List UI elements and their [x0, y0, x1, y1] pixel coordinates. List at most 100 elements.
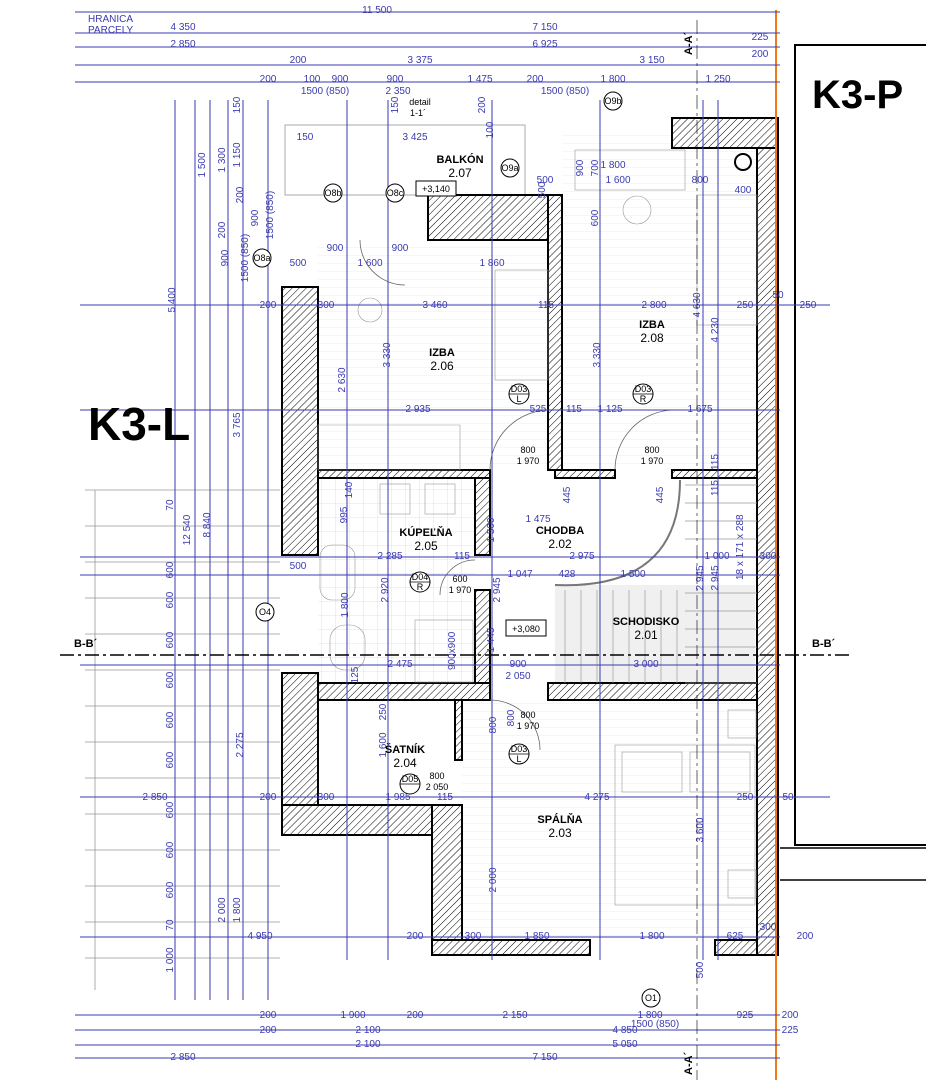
dimension-label: 3 425	[402, 132, 427, 143]
terrace-paving	[85, 489, 280, 990]
door-swings	[359, 239, 673, 751]
detail-label: detail	[409, 97, 431, 107]
dimension-label: 1 985	[385, 792, 410, 803]
dimension-label: 4 350	[170, 22, 195, 33]
dimension-label: 1 800	[340, 592, 351, 617]
door-id: D03	[635, 384, 652, 394]
dimension-label: 250	[737, 300, 754, 311]
dimension-label: 625	[727, 931, 744, 942]
room-number: 2.02	[548, 537, 572, 551]
dimension-label: 1500 (850)	[631, 1019, 679, 1030]
dimension-label: 1 475	[525, 514, 550, 525]
boundary-label: HRANICA	[88, 14, 133, 25]
room-name: KÚPEĽŇA	[399, 526, 452, 539]
dimension-label: 400	[735, 185, 752, 196]
dimension-label: 1500 (850)	[541, 86, 589, 97]
dimension-label: 1 600	[378, 732, 389, 757]
dimension-label: 300	[760, 922, 777, 933]
dimension-label: 600	[165, 751, 176, 768]
dimension-label: 600	[165, 801, 176, 818]
dimension-label: 1500 (850)	[301, 86, 349, 97]
room-number: 2.01	[634, 628, 658, 642]
dimension-label: 200	[797, 931, 814, 942]
stairs-note: 18 x 171 x 288	[735, 514, 746, 580]
door-height: 2 050	[426, 782, 449, 792]
dimension-label: 2 150	[502, 1010, 527, 1021]
room-labels: BALKÓN2.07IZBA2.06IZBA2.08KÚPEĽŇA2.05CHO…	[385, 153, 680, 840]
dimension-label: 200	[407, 1010, 424, 1021]
dimension-label: 12 540	[182, 514, 193, 545]
dimension-label: 6 925	[532, 39, 557, 50]
dimension-label: 600	[165, 711, 176, 728]
dimension-label: 225	[752, 32, 769, 43]
dimension-label: 1 600	[605, 175, 630, 186]
dimension-label: 1 150	[232, 142, 243, 167]
section-label: B-B´	[812, 638, 836, 650]
dimension-label: 115	[566, 404, 582, 415]
dimension-label: 100	[304, 74, 321, 85]
dimension-label: 1 250	[705, 74, 730, 85]
dimension-label: 2 285	[377, 551, 402, 562]
room-number: 2.04	[393, 756, 417, 770]
dimension-label: 925	[737, 1010, 754, 1021]
room-name: ŠATNÍK	[385, 743, 425, 756]
dimension-label: 150	[232, 96, 243, 113]
door-width: 600	[452, 574, 467, 584]
dimension-label: 300	[318, 300, 335, 311]
dimension-label: 115	[710, 454, 721, 470]
floor-finishes	[284, 124, 757, 940]
dimension-label: 1 800	[600, 160, 625, 171]
dimension-label: 500	[537, 181, 548, 198]
dimension-label: 500	[695, 961, 706, 978]
walls	[281, 117, 779, 956]
dimension-label: 140	[344, 481, 355, 498]
dimension-label: 115	[710, 480, 721, 496]
dimension-label: 500	[290, 561, 307, 572]
dimension-label: 1 675	[687, 404, 712, 415]
dimension-label: 8 840	[202, 512, 213, 537]
detail-ref: 1-1´	[410, 108, 426, 118]
dimension-label: 200	[260, 300, 277, 311]
window-tag: O4	[259, 607, 271, 617]
dimension-label: 2 975	[569, 551, 594, 562]
chimney-icon	[734, 153, 752, 171]
shower-size: 900x900	[447, 631, 458, 670]
dimension-label: 1 000	[165, 947, 176, 972]
window-tag: O8c	[387, 188, 404, 198]
dimension-label: 428	[559, 569, 576, 580]
dimension-label: 2 275	[235, 732, 246, 757]
dimension-label: 900	[510, 659, 527, 670]
dimension-label: 3 460	[422, 300, 447, 311]
dimension-label: 2 100	[355, 1025, 380, 1036]
dimension-label: 1 000	[704, 551, 729, 562]
dimension-label: 200	[477, 96, 488, 113]
window-tag-icon	[500, 158, 520, 178]
dimension-label: 7 150	[532, 1052, 557, 1063]
room-name: BALKÓN	[436, 153, 483, 166]
dimension-label: 1 500	[620, 569, 645, 580]
dimension-label: 1 800	[600, 74, 625, 85]
dimension-label: 225	[782, 1025, 799, 1036]
door-width: 800	[520, 710, 535, 720]
dimension-label: 2 920	[380, 577, 391, 602]
dimension-label: 600	[165, 561, 176, 578]
door-side: L	[516, 754, 521, 764]
dimension-label: 445	[655, 486, 666, 503]
dimension-label: 2 945	[492, 577, 503, 602]
dimension-label: 1500 (850)	[240, 234, 251, 282]
dimension-label: 200	[235, 186, 246, 203]
dimension-label: 500	[537, 175, 554, 186]
room-number: 2.05	[414, 539, 438, 553]
neighbor-right-label: K3-P	[812, 73, 903, 117]
dimension-label: 2 945	[695, 565, 706, 590]
room-name: SCHODISKO	[613, 616, 680, 628]
dimension-label: 3 600	[695, 817, 706, 842]
section-label: B-B´	[74, 638, 98, 650]
dimension-label: 600	[590, 209, 601, 226]
window-tag: O1	[645, 993, 657, 1003]
dimension-label: 200	[527, 74, 544, 85]
dimension-label: 900	[220, 249, 231, 266]
